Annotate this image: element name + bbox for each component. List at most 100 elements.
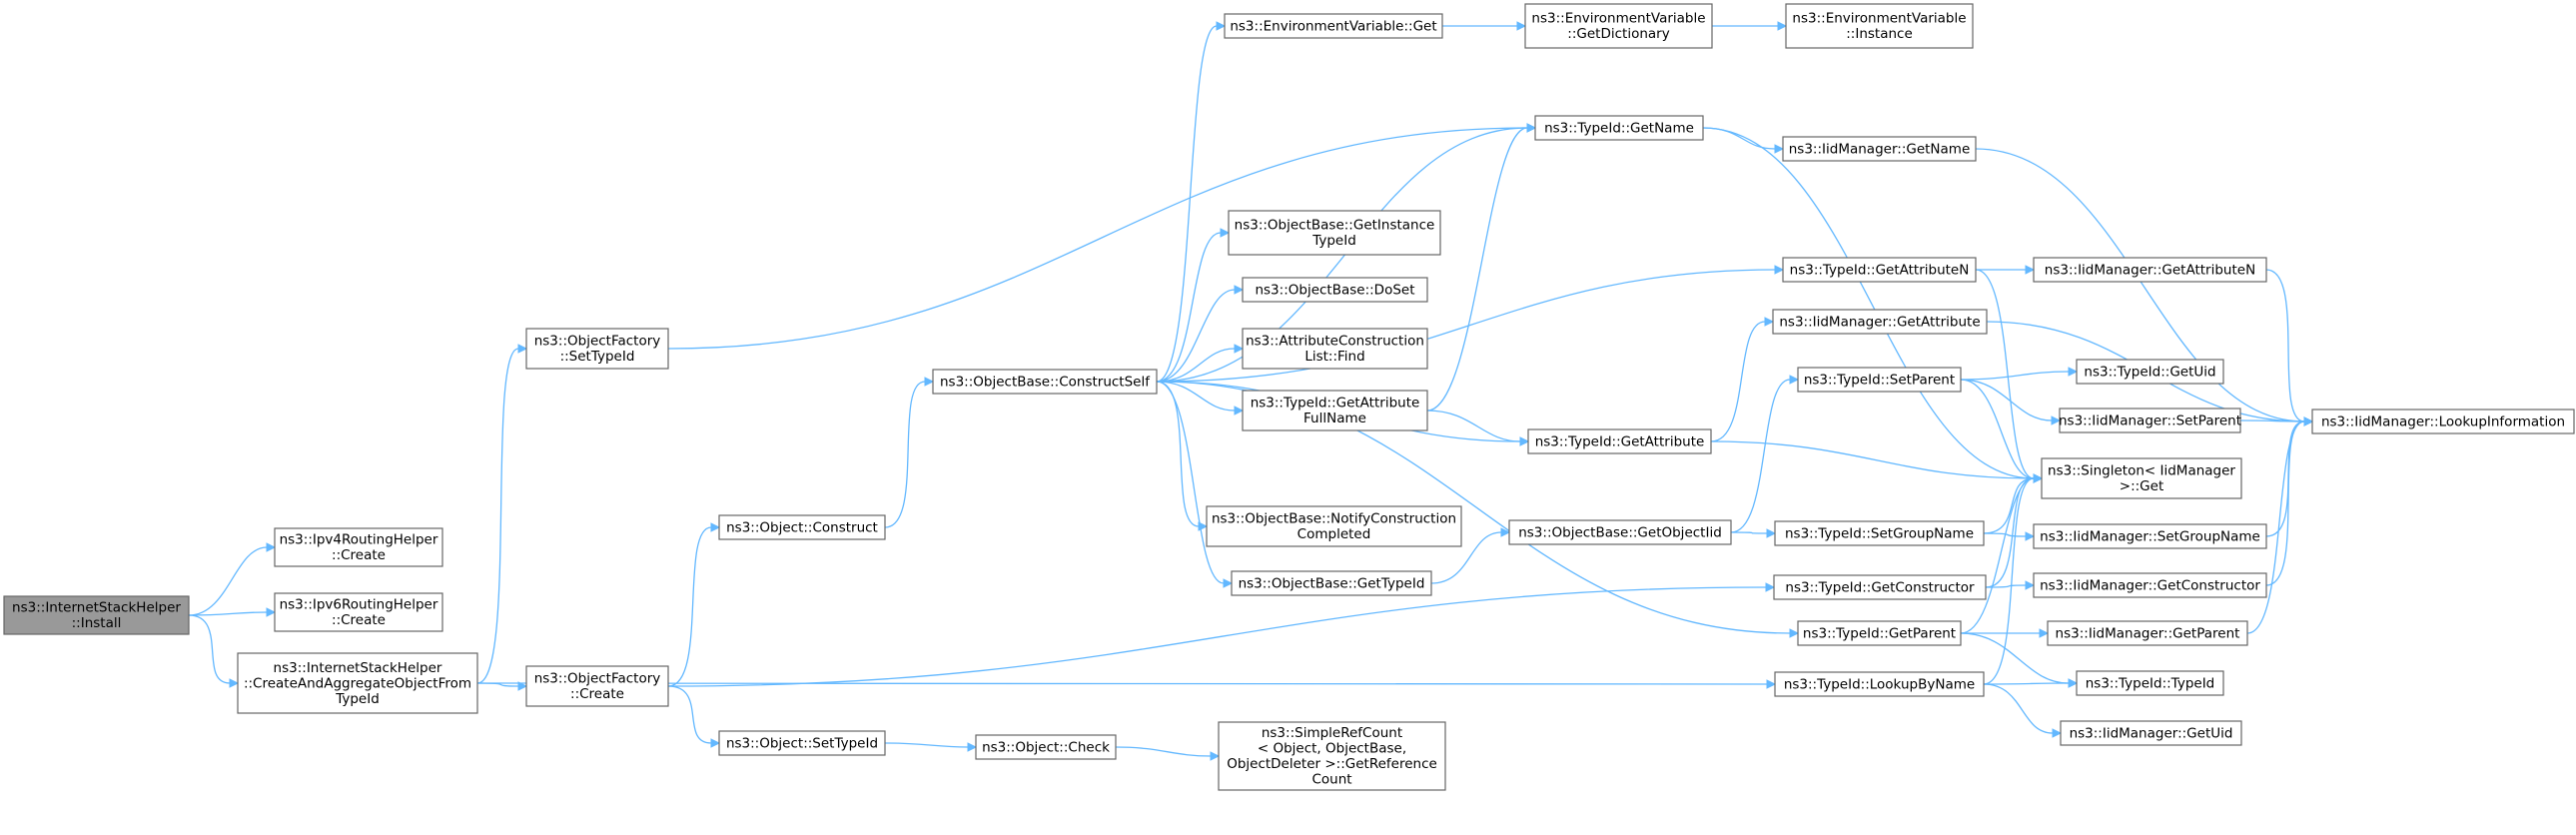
node-iidm-setgroupname[interactable]: ns3::IidManager::SetGroupName bbox=[2033, 523, 2267, 549]
node-tid-typeid[interactable]: ns3::TypeId::TypeId bbox=[2076, 670, 2224, 696]
edge-tid-getconstructor-to-iidm-getconstructor bbox=[1985, 584, 2027, 588]
edge-tid-getparent-to-tid-typeid bbox=[1960, 632, 2070, 684]
arrowhead bbox=[517, 681, 528, 691]
edge-tid-setgroupname-to-iidm-setgroupname bbox=[1983, 532, 2027, 537]
node-iidm-getattribute[interactable]: ns3::IidManager::GetAttribute bbox=[1772, 309, 1988, 335]
node-iidm-getparent[interactable]: ns3::IidManager::GetParent bbox=[2047, 620, 2248, 646]
node-label-line: ::Create bbox=[332, 612, 386, 628]
node-obj-construct[interactable]: ns3::Object::Construct bbox=[718, 514, 886, 540]
node-box bbox=[1527, 428, 1712, 454]
arrowhead bbox=[2025, 265, 2036, 275]
node-of-settypeid[interactable]: ns3::ObjectFactory::SetTypeId bbox=[525, 328, 669, 370]
node-obj-check[interactable]: ns3::Object::Check bbox=[975, 734, 1117, 760]
node-ipv4rh-create[interactable]: ns3::Ipv4RoutingHelper::Create bbox=[274, 527, 443, 567]
node-tid-setgroupname[interactable]: ns3::TypeId::SetGroupName bbox=[1774, 520, 1985, 546]
arrowhead bbox=[967, 742, 978, 752]
arrowhead bbox=[1765, 582, 1776, 592]
node-envvar-instance[interactable]: ns3::EnvironmentVariable::Instance bbox=[1785, 3, 1974, 49]
arrowhead bbox=[1519, 436, 1530, 446]
edge-ob-getobjectiid-to-tid-setparent bbox=[1730, 379, 1791, 533]
node-tid-getattributen[interactable]: ns3::TypeId::GetAttributeN bbox=[1782, 257, 1977, 283]
node-box bbox=[3, 595, 190, 635]
node-ob-constructself[interactable]: ns3::ObjectBase::ConstructSelf bbox=[932, 369, 1158, 395]
node-box bbox=[1534, 115, 1704, 141]
node-tid-setparent[interactable]: ns3::TypeId::SetParent bbox=[1797, 367, 1962, 393]
node-tid-lookupbyname[interactable]: ns3::TypeId::LookupByName bbox=[1774, 671, 1985, 697]
arrowhead bbox=[1234, 406, 1245, 416]
arrowhead bbox=[1220, 228, 1231, 238]
node-label-line: ::Create bbox=[570, 686, 624, 702]
node-iidm-getname[interactable]: ns3::IidManager::GetName bbox=[1782, 136, 1977, 162]
node-box bbox=[237, 652, 478, 714]
node-box bbox=[2060, 720, 2242, 746]
edge-tid-lookupbyname-to-singleton-get bbox=[1983, 477, 2035, 685]
arrowhead bbox=[1774, 144, 1785, 154]
edge-of-create-to-tid-getconstructor bbox=[667, 586, 1767, 687]
node-label-line: ::GetDictionary bbox=[1567, 26, 1669, 42]
edge-iidm-getattributen-to-iidm-lookupinfo bbox=[2265, 269, 2305, 422]
node-ish-caao[interactable]: ns3::InternetStackHelper::CreateAndAggre… bbox=[237, 652, 478, 714]
node-iidm-getconstructor[interactable]: ns3::IidManager::GetConstructor bbox=[2033, 572, 2267, 598]
edge-tid-setgroupname-to-singleton-get bbox=[1983, 477, 2035, 534]
node-box bbox=[2076, 670, 2224, 696]
node-label-line: ::SetTypeId bbox=[560, 349, 635, 365]
edge-obj-settypeid-to-obj-check bbox=[884, 742, 969, 748]
node-box bbox=[1206, 505, 1462, 547]
arrowhead bbox=[710, 738, 721, 748]
node-label-line: ns3::TypeId::GetAttribute bbox=[1535, 433, 1705, 449]
node-ob-doset[interactable]: ns3::ObjectBase::DoSet bbox=[1242, 277, 1428, 303]
node-ob-notify[interactable]: ns3::ObjectBase::NotifyConstructionCompl… bbox=[1206, 505, 1462, 547]
node-label-line: ns3::ObjectBase::GetObjectIid bbox=[1518, 524, 1722, 540]
node-of-create[interactable]: ns3::ObjectFactory::Create bbox=[525, 665, 669, 707]
node-label-line: ns3::ObjectBase::DoSet bbox=[1255, 282, 1414, 298]
edge-ob-constructself-to-ob-gettypeid bbox=[1156, 381, 1225, 584]
node-box bbox=[2033, 257, 2267, 283]
node-box bbox=[932, 369, 1158, 395]
edge-iidm-setgroupname-to-iidm-lookupinfo bbox=[2265, 420, 2305, 537]
node-label-line: ns3::IidManager::GetAttribute bbox=[1779, 314, 1980, 330]
node-src-getref[interactable]: ns3::SimpleRefCount< Object, ObjectBase,… bbox=[1218, 721, 1446, 791]
arrowhead bbox=[2068, 367, 2079, 377]
node-tid-getname[interactable]: ns3::TypeId::GetName bbox=[1534, 115, 1704, 141]
node-label-line: ns3::IidManager::SetGroupName bbox=[2040, 528, 2260, 544]
arrowhead bbox=[924, 377, 935, 387]
node-box bbox=[1797, 620, 1962, 646]
arrowhead bbox=[1526, 123, 1537, 133]
node-tid-getconstructor[interactable]: ns3::TypeId::GetConstructor bbox=[1773, 574, 1987, 600]
node-iidm-setparent[interactable]: ns3::IidManager::SetParent bbox=[2059, 408, 2241, 433]
node-envvar-getdict[interactable]: ns3::EnvironmentVariable::GetDictionary bbox=[1524, 3, 1713, 49]
nodes-layer: ns3::InternetStackHelper::Install ns3::Ip… bbox=[3, 3, 2575, 791]
node-box bbox=[1228, 210, 1441, 256]
node-ob-gettypeid[interactable]: ns3::ObjectBase::GetTypeId bbox=[1231, 570, 1432, 596]
node-singleton-get[interactable]: ns3::Singleton< IidManager >::Get bbox=[2041, 457, 2242, 499]
node-box bbox=[1772, 309, 1988, 335]
arrowhead bbox=[2052, 728, 2063, 738]
node-label-line: List::Find bbox=[1304, 349, 1364, 365]
node-tid-getattribute[interactable]: ns3::TypeId::GetAttribute bbox=[1527, 428, 1712, 454]
node-box bbox=[1224, 13, 1443, 39]
node-ish-install[interactable]: ns3::InternetStackHelper::Install bbox=[3, 595, 190, 635]
node-label-line: ns3::AttributeConstruction bbox=[1246, 334, 1424, 350]
node-tid-getuid[interactable]: ns3::TypeId::GetUid bbox=[2076, 359, 2224, 385]
arrowhead bbox=[1764, 317, 1775, 327]
node-iidm-getuid[interactable]: ns3::IidManager::GetUid bbox=[2060, 720, 2242, 746]
node-envvar-get[interactable]: ns3::EnvironmentVariable::Get bbox=[1224, 13, 1443, 39]
node-ipv6rh-create[interactable]: ns3::Ipv6RoutingHelper::Create bbox=[274, 592, 443, 632]
node-iidm-lookupinfo[interactable]: ns3::IidManager::LookupInformation bbox=[2311, 409, 2575, 434]
node-label-line: ns3::ObjectBase::NotifyConstruction bbox=[1212, 511, 1456, 527]
node-iidm-getattributen[interactable]: ns3::IidManager::GetAttributeN bbox=[2033, 257, 2267, 283]
node-box bbox=[718, 514, 886, 540]
edge-tid-getattribute-to-singleton-get bbox=[1710, 440, 2035, 479]
node-label-line: ns3::IidManager::SetParent bbox=[2059, 413, 2241, 428]
node-box bbox=[1218, 721, 1446, 791]
edge-ish-install-to-ish-caao bbox=[188, 614, 231, 684]
node-obj-settypeid[interactable]: ns3::Object::SetTypeId bbox=[718, 730, 886, 756]
node-label-line: ns3::IidManager::GetUid bbox=[2070, 725, 2233, 741]
edge-ish-caao-to-of-settypeid bbox=[476, 348, 519, 684]
node-ob-getobjectiid[interactable]: ns3::ObjectBase::GetObjectIid bbox=[1508, 519, 1732, 545]
edge-obj-construct-to-ob-constructself bbox=[884, 381, 926, 528]
node-tid-getparent[interactable]: ns3::TypeId::GetParent bbox=[1797, 620, 1962, 646]
